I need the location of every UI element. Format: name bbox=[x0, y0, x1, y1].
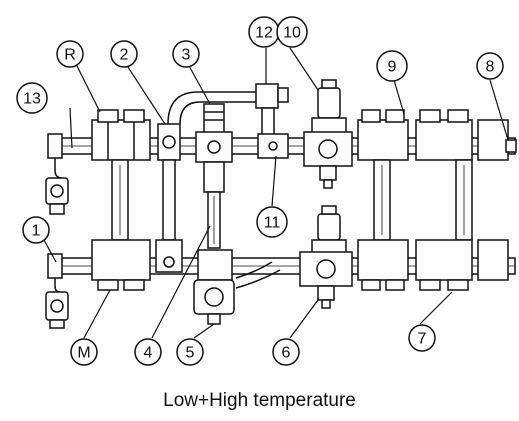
callout-13: 13 bbox=[23, 91, 41, 108]
circuit-block-far-right bbox=[477, 119, 517, 281]
callout-1: 1 bbox=[32, 223, 41, 240]
flex-connector bbox=[235, 261, 281, 289]
left-supply-end-fitting bbox=[45, 133, 69, 215]
callout-12: 12 bbox=[255, 25, 273, 42]
callout-r: R bbox=[64, 47, 76, 64]
circulation-pump bbox=[193, 249, 235, 325]
callout-circles bbox=[16, 16, 504, 366]
callout-3: 3 bbox=[182, 47, 191, 64]
bypass-valve bbox=[155, 123, 183, 273]
circuit-block-left bbox=[91, 109, 151, 291]
callout-8: 8 bbox=[486, 59, 495, 76]
callout-5: 5 bbox=[186, 345, 195, 362]
air-vent-bottom bbox=[299, 205, 353, 309]
mixing-bypass-arc bbox=[167, 91, 258, 125]
circuit-block-middle bbox=[357, 109, 409, 291]
leader-lines bbox=[43, 47, 509, 339]
fitting-twelve bbox=[255, 83, 289, 139]
callout-labels: R 2 3 12 10 9 8 13 1 11 M 4 5 6 7 bbox=[23, 25, 494, 362]
callout-m: M bbox=[77, 345, 90, 362]
callout-2: 2 bbox=[120, 47, 129, 64]
mixing-valve bbox=[195, 103, 233, 249]
fitting-eleven bbox=[257, 133, 289, 159]
callout-4: 4 bbox=[144, 345, 153, 362]
callout-6: 6 bbox=[282, 345, 291, 362]
air-vent-top bbox=[303, 79, 353, 189]
diagram-caption: Low+High temperature bbox=[163, 390, 356, 411]
callout-10: 10 bbox=[283, 25, 301, 42]
callout-7: 7 bbox=[418, 331, 427, 348]
left-return-end-fitting bbox=[45, 253, 69, 329]
circuit-block-right bbox=[415, 109, 473, 291]
callout-11: 11 bbox=[264, 215, 281, 232]
callout-9: 9 bbox=[388, 59, 397, 76]
